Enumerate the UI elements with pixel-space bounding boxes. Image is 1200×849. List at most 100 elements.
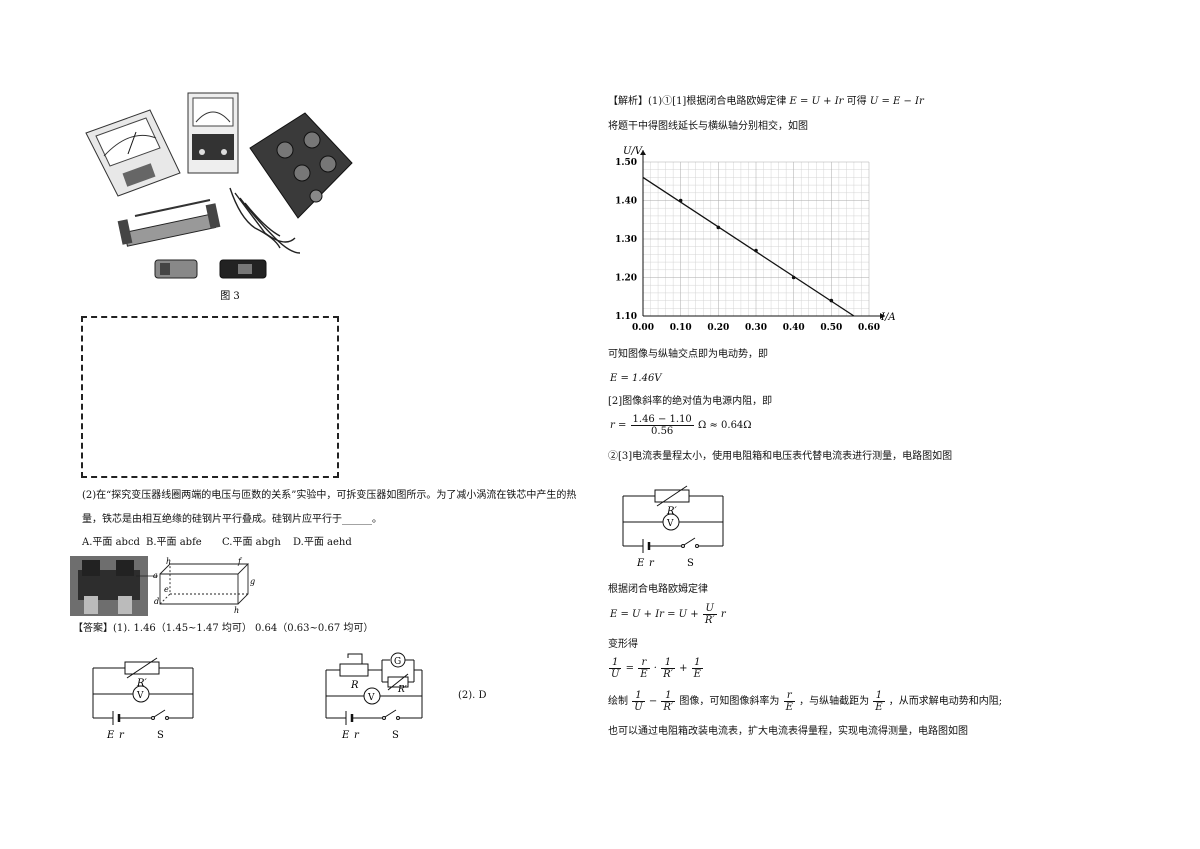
internal-resistance-equation: r = 1.46 − 1.10 0.56 Ω ≈ 0.64Ω (610, 414, 752, 437)
core-label-b: h (166, 557, 171, 566)
option-a: A.平面 abcd (82, 537, 140, 548)
c2-label-E: E (341, 730, 350, 741)
line8-f4-den: E (875, 702, 883, 713)
answer-part1: 【答案】(1). 1.46（1.45~1.47 均可） (73, 623, 252, 634)
data-point (829, 298, 834, 303)
transformer-figure: a h f g h d e (70, 556, 260, 616)
line8-f3-den: E (785, 702, 793, 713)
data-point (716, 225, 721, 230)
core-label-f: f (237, 557, 243, 566)
c1-label-V: V (136, 691, 144, 701)
line8-f2-den: R′ (663, 702, 674, 713)
eq4-c-num: 1 (661, 657, 675, 669)
option-d: D.平面 aehd (293, 537, 352, 548)
eq3-denominator: R′ (704, 615, 715, 626)
x-tick-label: 0.00 (632, 323, 654, 333)
analysis-circuit: R′ V E r S (622, 485, 724, 569)
c1-label-E: E (106, 730, 115, 741)
question2-line2: 量，铁芯是由相互绝缘的硅钢片平行叠成。硅钢片应平行于______。 (82, 514, 382, 525)
eq4-d-num: 1 (691, 657, 703, 669)
y-tick-label: 1.30 (615, 235, 637, 245)
r-fraction: 1.46 − 1.10 0.56 (630, 414, 694, 437)
option-c: C.平面 abgh (222, 537, 281, 548)
analysis-line5: ②[3]电流表量程太小，使用电阻箱和电压表代替电流表进行测量，电路图如图 (608, 451, 953, 462)
eq3-fraction: U R′ (702, 603, 717, 626)
x-tick-label: 0.30 (745, 323, 767, 333)
x-axis-arrow (880, 313, 885, 319)
c1-label-r: r (119, 730, 125, 741)
data-point (678, 198, 683, 203)
c3-label-r: r (649, 558, 655, 569)
line8-d: ，与纵轴截距为 (799, 696, 870, 707)
analysis-line6: 根据闭合电路欧姆定律 (608, 584, 708, 595)
iron-core-box (159, 563, 250, 605)
x-tick-label: 0.10 (670, 323, 692, 333)
c3-label-V: V (666, 519, 674, 529)
core-label-a: a (153, 571, 158, 580)
analysis-line2: 将题干中得图线延长与横纵轴分别相交，如图 (608, 121, 808, 132)
r-right: Ω ≈ 0.64Ω (698, 420, 752, 431)
r-numerator: 1.46 − 1.10 (630, 414, 694, 426)
eq4-c-den: R′ (663, 669, 673, 680)
battery-holder-1 (154, 259, 198, 279)
core-label-g: g (250, 577, 255, 586)
r-denominator: 0.56 (651, 426, 674, 437)
c2-label-S: S (392, 730, 399, 741)
eq4-a-num: 1 (609, 657, 622, 669)
analysis-line4: [2]图像斜率的绝对值为电源内阻，即 (608, 396, 773, 407)
data-point (791, 275, 796, 280)
core-label-e: e (164, 585, 169, 594)
line8-f1-den: U (634, 702, 643, 713)
battery-holder-2 (219, 259, 267, 279)
analysis-head: 【解析】(1)①[1]根据闭合电路欧姆定律 E = U + Ir 可得 U = … (608, 96, 924, 108)
eq4-d-den: E (693, 669, 701, 680)
x-tick-label: 0.40 (783, 323, 805, 333)
c2-label-Rprime: R′ (397, 685, 407, 695)
c1-label-Rprime: R′ (136, 678, 148, 689)
instruments-photo: 图 3 (85, 92, 353, 302)
rheostat (117, 199, 221, 247)
data-point (754, 248, 758, 253)
fit-line (642, 176, 855, 317)
figure3-caption: 图 3 (220, 290, 240, 302)
line8-a: 绘制 (608, 696, 628, 707)
multimeter-left (85, 109, 181, 197)
y-tick-label: 1.40 (615, 197, 637, 207)
analysis-mid-text: 可得 (846, 96, 867, 107)
chart-x-label: I/A (880, 312, 896, 323)
emf-value: E = 1.46V (610, 373, 662, 384)
option-b: B.平面 abfe (146, 537, 202, 548)
eq4-dot: · (653, 663, 657, 674)
answer-circuit-1: R′ V E r S (92, 657, 194, 741)
analysis-line3: 可知图像与纵轴交点即为电动势，即 (608, 349, 768, 360)
eq4-equals: = (625, 663, 635, 674)
equation-1: E = U + Ir (789, 96, 844, 107)
core-label-d: d (154, 597, 159, 606)
line8-f3-num: r (783, 690, 795, 702)
line8-f1-num: 1 (632, 690, 645, 702)
equation-3: E = U + Ir = U + U R′ r (610, 603, 726, 626)
chart-grid-major (642, 161, 870, 317)
resistance-box (249, 112, 353, 219)
answer-part2: (2). D (458, 690, 487, 701)
line8-f2-num: 1 (661, 690, 676, 702)
milliammeter (187, 92, 239, 174)
eq4-a-den: U (611, 669, 620, 680)
c3-label-S: S (687, 558, 694, 569)
line8-f4-num: 1 (873, 690, 885, 702)
chart-y-label: U/V (623, 146, 644, 157)
eq3-right: r (720, 609, 726, 620)
equation-2: U = E − Ir (869, 96, 924, 107)
c2-label-G: G (394, 657, 401, 667)
c1-label-S: S (157, 730, 164, 741)
answer-part1-second: 0.64（0.63~0.67 均可） (255, 623, 374, 634)
